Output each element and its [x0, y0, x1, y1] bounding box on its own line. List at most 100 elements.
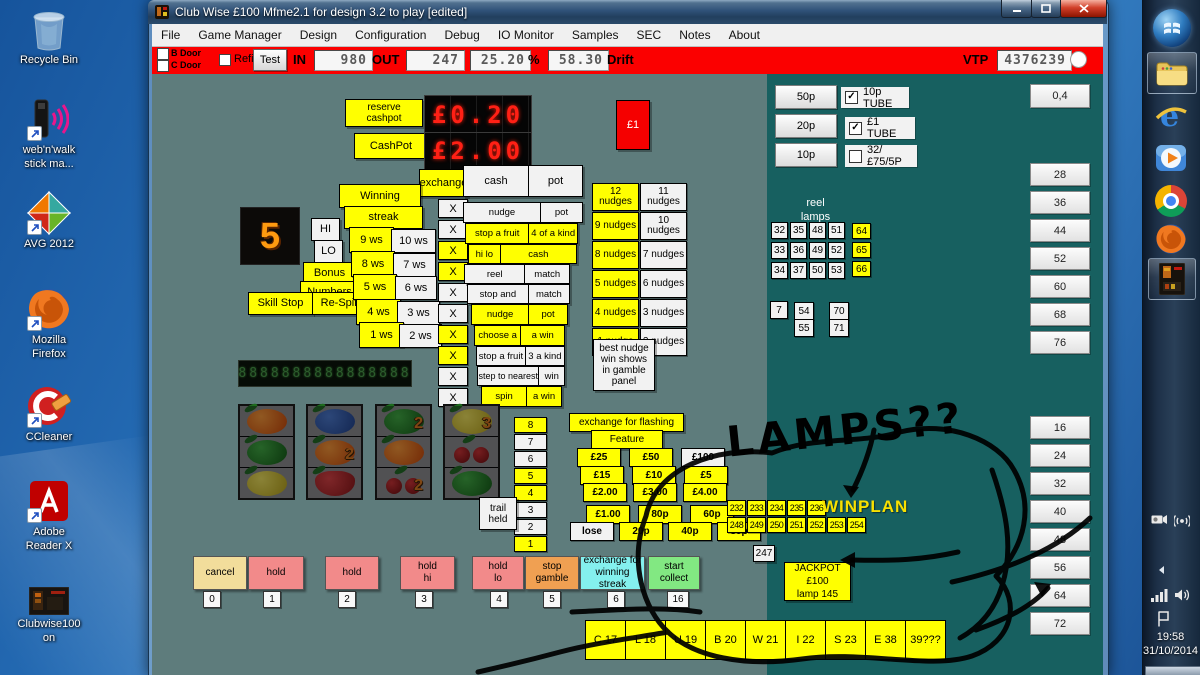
- nudge-lamp[interactable]: 4 nudges: [592, 299, 639, 327]
- feature-lamp[interactable]: Feature: [591, 430, 663, 449]
- gamble-cell[interactable]: a win: [527, 386, 562, 407]
- prize-lamp[interactable]: £3.00: [633, 483, 677, 502]
- b-door-checkbox[interactable]: [157, 48, 169, 60]
- desktop-icon-recycle-bin[interactable]: Recycle Bin: [6, 6, 92, 68]
- prize-lamp[interactable]: lose: [570, 522, 614, 541]
- minimize-button[interactable]: [1001, 0, 1032, 18]
- winning-lamp[interactable]: Winning: [339, 184, 421, 208]
- nudge-lamp[interactable]: 7 nudges: [640, 241, 687, 269]
- menu-item[interactable]: About: [728, 28, 760, 42]
- tray-network-icon[interactable]: [1150, 588, 1168, 602]
- coin-button[interactable]: 10p: [775, 143, 837, 167]
- reel-lamp[interactable]: 32: [771, 222, 788, 239]
- winplan-lamp[interactable]: 250: [767, 517, 786, 533]
- trail-lamp[interactable]: 3: [514, 502, 547, 518]
- trail-lamp[interactable]: 8: [514, 417, 547, 433]
- winplan-lamp[interactable]: 253: [827, 517, 846, 533]
- menu-item[interactable]: SEC: [636, 28, 662, 42]
- reel-1[interactable]: [238, 404, 295, 500]
- value-button[interactable]: 72: [1030, 612, 1090, 635]
- lamp-247[interactable]: 247: [753, 545, 775, 562]
- skill-stop-lamp[interactable]: Skill Stop: [248, 292, 313, 315]
- reel-lamp[interactable]: 64: [852, 223, 871, 239]
- coin-button[interactable]: 50p: [775, 85, 837, 109]
- x-lamp[interactable]: X: [438, 262, 468, 281]
- reel-lamp[interactable]: 53: [828, 262, 845, 279]
- tray-volume-icon[interactable]: [1174, 587, 1190, 602]
- gamble-cell[interactable]: match: [528, 284, 570, 304]
- winplan-lamp[interactable]: 233: [747, 500, 766, 516]
- tray-action-center-icon[interactable]: [1156, 610, 1170, 627]
- reel-lamp[interactable]: 66: [852, 261, 871, 277]
- x-lamp[interactable]: X: [438, 346, 468, 365]
- desktop-icon-firefox[interactable]: Mozilla Firefox: [6, 286, 92, 362]
- lamp-71[interactable]: 71: [829, 319, 849, 337]
- prize-lamp[interactable]: 20p: [619, 522, 663, 541]
- ws-lamp[interactable]: 6 ws: [395, 276, 437, 300]
- winplan-lamp[interactable]: 232: [727, 500, 746, 516]
- letter-lamp[interactable]: C 17: [585, 620, 626, 660]
- tube-checkbox-32-75-5p[interactable]: 32/£75/5P: [845, 144, 917, 168]
- lo-lamp[interactable]: LO: [314, 240, 343, 263]
- refill-checkbox[interactable]: [219, 54, 231, 66]
- taskbar-explorer-button[interactable]: [1147, 52, 1197, 94]
- vtp-field[interactable]: 4376239: [997, 50, 1072, 71]
- winplan-lamp[interactable]: 249: [747, 517, 766, 533]
- value-button[interactable]: 28: [1030, 163, 1090, 186]
- winplan-lamp[interactable]: 248: [727, 517, 746, 533]
- letter-lamp[interactable]: I 22: [785, 620, 826, 660]
- tray-hidden-icons-arrow[interactable]: [1156, 564, 1166, 576]
- winplan-lamp[interactable]: 234: [767, 500, 786, 516]
- gamble-cell[interactable]: cash: [500, 244, 577, 264]
- gamble-cell[interactable]: nudge: [463, 202, 541, 223]
- ws-lamp[interactable]: 7 ws: [393, 253, 436, 277]
- gamble-cell[interactable]: 4 of a kind: [529, 223, 578, 244]
- value-button[interactable]: 44: [1030, 219, 1090, 242]
- lamp-7[interactable]: 7: [770, 301, 788, 319]
- cashpot-lamp[interactable]: CashPot: [354, 133, 428, 159]
- value-button[interactable]: 16: [1030, 416, 1090, 439]
- desktop-icon-clubwise[interactable]: Clubwise100 on: [6, 586, 92, 646]
- reel-lamp[interactable]: 52: [828, 242, 845, 259]
- nudge-lamp[interactable]: 3 nudges: [640, 299, 687, 327]
- ws-lamp[interactable]: 9 ws: [349, 227, 394, 253]
- tray-wireless-icon[interactable]: [1173, 511, 1190, 528]
- desktop-icon-ccleaner[interactable]: CCleaner: [6, 383, 92, 445]
- reel-lamp[interactable]: 37: [790, 262, 807, 279]
- letter-lamp[interactable]: W 21: [745, 620, 786, 660]
- cancel-button[interactable]: cancel: [193, 556, 247, 590]
- letter-lamp[interactable]: S 23: [825, 620, 866, 660]
- x-lamp[interactable]: X: [438, 325, 468, 344]
- reel-lamp[interactable]: 65: [852, 242, 871, 258]
- trail-lamp[interactable]: 1: [514, 536, 547, 552]
- nudge-lamp[interactable]: 10 nudges: [640, 212, 687, 240]
- jackpot-lamp[interactable]: JACKPOT £100 lamp 145: [784, 562, 851, 601]
- gamble-cell[interactable]: pot: [529, 304, 568, 325]
- hi-lamp[interactable]: HI: [311, 218, 340, 241]
- reserve-cashpot-lamp[interactable]: reserve cashpot: [345, 99, 423, 127]
- value-button[interactable]: 52: [1030, 247, 1090, 270]
- winplan-lamp[interactable]: 235: [787, 500, 806, 516]
- lamp-70[interactable]: 70: [829, 302, 849, 320]
- reel-lamp[interactable]: 50: [809, 262, 826, 279]
- menu-item[interactable]: Samples: [571, 28, 619, 42]
- value-button[interactable]: 32: [1030, 472, 1090, 495]
- gamble-cell[interactable]: stop a fruit: [476, 346, 526, 366]
- start-collect-button[interactable]: start collect: [648, 556, 700, 590]
- reel-lamp[interactable]: 34: [771, 262, 788, 279]
- taskbar-wmp-button[interactable]: [1153, 141, 1189, 175]
- exchange-lamp[interactable]: exchange: [419, 169, 468, 197]
- value-button-top[interactable]: 0,4: [1030, 84, 1090, 108]
- taskbar-chrome-button[interactable]: [1154, 184, 1188, 218]
- ws-lamp[interactable]: 5 ws: [353, 274, 397, 300]
- prize-lamp[interactable]: £50: [629, 448, 673, 467]
- gamble-cell[interactable]: pot: [529, 165, 583, 197]
- taskbar-firefox-button[interactable]: [1154, 222, 1188, 256]
- hold-hi-button[interactable]: hold hi: [400, 556, 455, 590]
